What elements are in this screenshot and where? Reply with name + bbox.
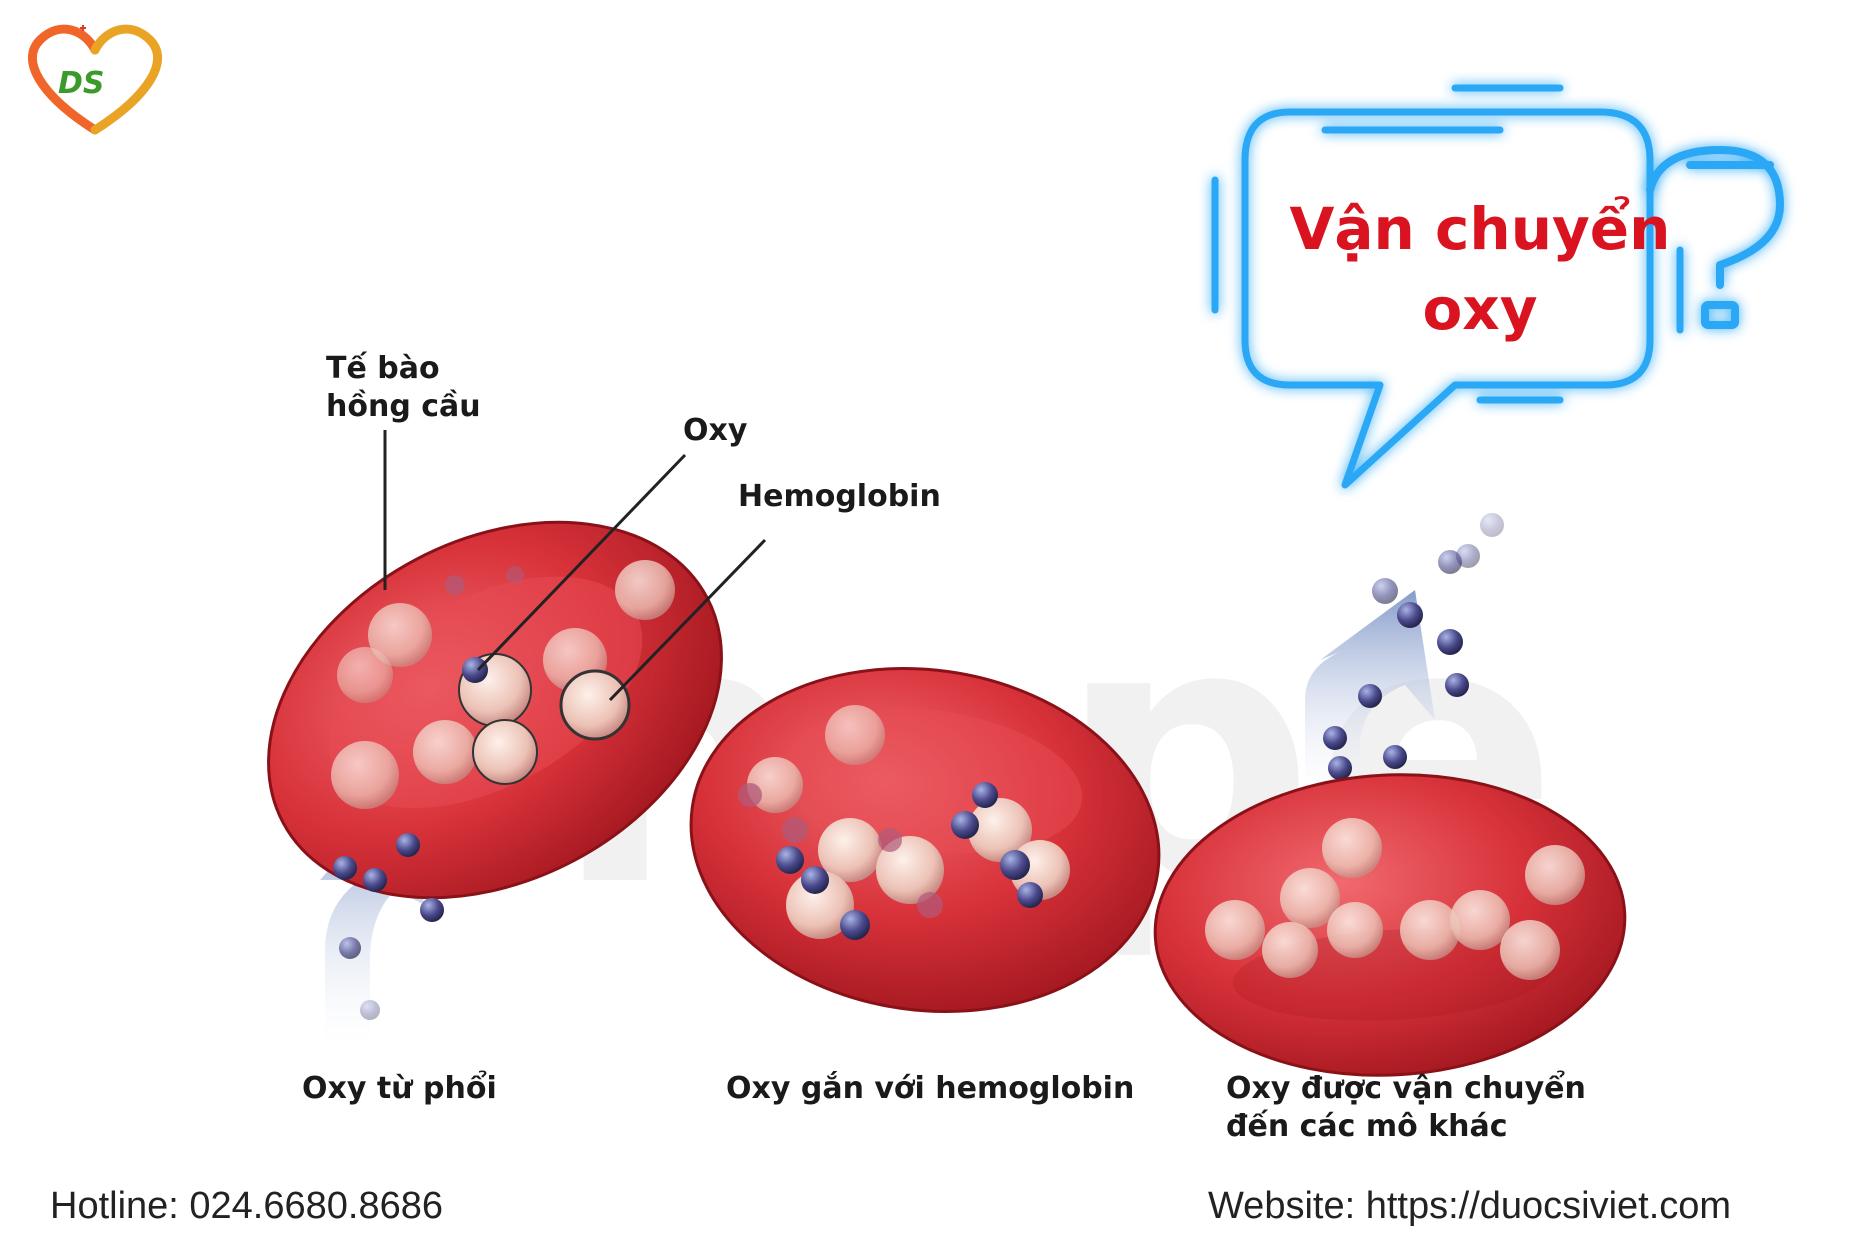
footer-hotline: Hotline: 024.6680.8686 <box>50 1185 443 1227</box>
caption-step-3-line-2: đến các mô khác <box>1226 1108 1508 1144</box>
leader-line-oxygen <box>476 453 687 672</box>
label-red-blood-cell-line-2: hồng cầu <box>326 388 481 424</box>
label-red-blood-cell-line-1: Tế bào <box>326 351 440 386</box>
heart-logo-icon <box>27 24 163 135</box>
title-line-1: Vận chuyển <box>1289 195 1671 263</box>
caption-step-3-line-1: Oxy được vận chuyển <box>1226 1071 1586 1106</box>
title-line-2: oxy <box>1422 275 1538 343</box>
caption-step-2: Oxy gắn với hemoglobin <box>726 1071 1135 1106</box>
red-blood-cell-3 <box>1153 773 1627 1077</box>
label-red-blood-cell: Tế bào hồng cầu <box>326 350 481 425</box>
label-oxygen: Oxy <box>683 413 748 448</box>
question-mark-icon <box>1646 146 1784 329</box>
label-hemoglobin: Hemoglobin <box>738 479 941 514</box>
caption-step-1: Oxy từ phổi <box>302 1071 497 1106</box>
footer-website[interactable]: Website: https://duocsiviet.com <box>1208 1185 1732 1227</box>
oxygen-molecule-icon <box>1323 513 1504 780</box>
leader-line-hemoglobin <box>608 538 767 702</box>
red-blood-cell-1 <box>267 520 723 900</box>
oxygen-molecule-icon <box>333 833 444 1020</box>
caption-step-3: Oxy được vận chuyển đến các mô khác <box>1226 1070 1586 1145</box>
red-blood-cell-2 <box>689 667 1161 1013</box>
logo-text: DS <box>58 66 105 101</box>
speech-bubble-icon <box>1211 84 1684 489</box>
